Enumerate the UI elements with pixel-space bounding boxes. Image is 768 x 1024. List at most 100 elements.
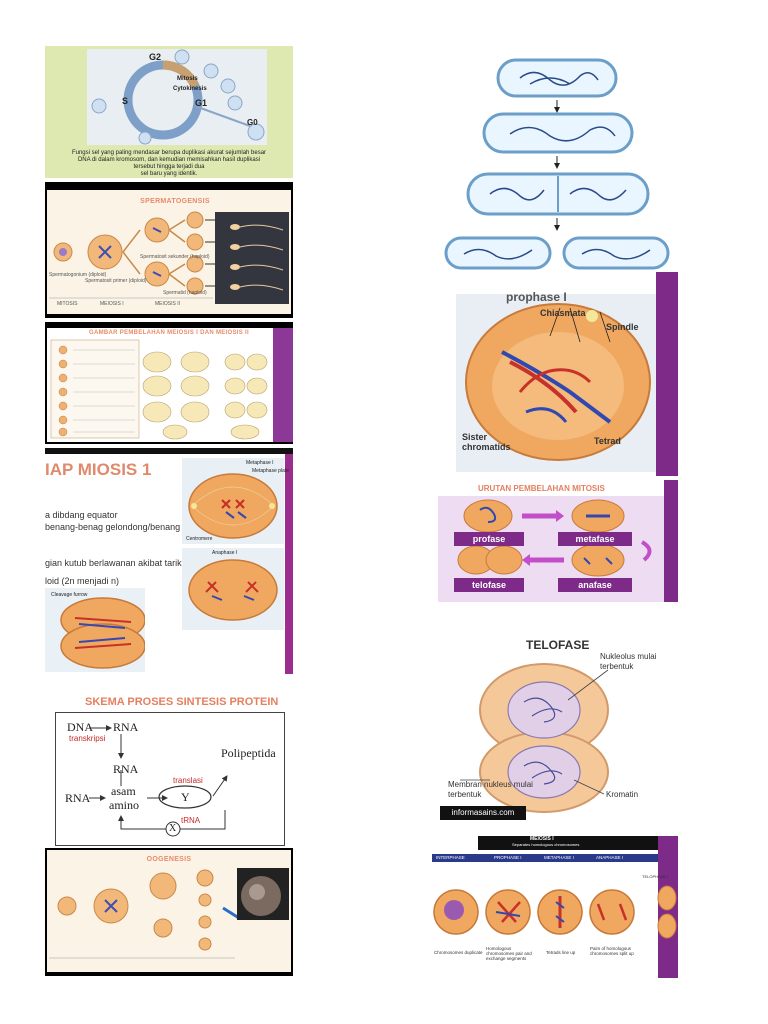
purple-side-bar: [664, 480, 678, 602]
top-border: [45, 448, 293, 454]
phase-prophase-1: PROPHASE I: [494, 855, 522, 860]
sperm-photo: [215, 212, 289, 304]
g1-label: G1: [195, 98, 208, 108]
cleavage-cell: [60, 597, 145, 669]
rna-left-label: RNA: [65, 791, 91, 805]
s-label: S: [122, 96, 129, 106]
transkripsi-label: transkripsi: [69, 734, 106, 743]
oogenesis-title: OOGENESIS: [146, 856, 192, 863]
egg-photo-art: [241, 876, 281, 916]
stage-mitosis: MITOSIS: [57, 301, 78, 307]
meiosis-strip-panel: MEIOSIS I Separates homologous chromosom…: [430, 832, 678, 978]
spermatid-label: Spermatid (haploid): [163, 290, 207, 296]
meiosis1-line-1: a dibdang equator: [45, 510, 118, 520]
anaphase-label: Anaphase I: [212, 550, 238, 556]
asam-label: asam: [111, 784, 136, 798]
stage-meiosis-2: MEIOSIS II: [155, 301, 181, 307]
metaphase-label: Metaphase I: [246, 460, 274, 466]
caption-line: Fungsi sel yang paling mendasar berupa d…: [71, 150, 267, 156]
protein-box: [55, 712, 285, 846]
dna-label: DNA: [67, 720, 93, 734]
stage-telofase: telofase: [454, 578, 524, 592]
amino-label: amino: [109, 798, 139, 812]
cytokinesis-label: Cytokinesis: [173, 86, 207, 92]
protein-arrows: [89, 725, 228, 837]
telofase-cell: [460, 663, 609, 813]
membran-nukleus-label: Membran nukleus mulai terbentuk: [448, 780, 533, 799]
cell-cycle-diagram: [91, 49, 265, 145]
spermatogonium-label: Spermatogonium (diploid): [49, 272, 107, 278]
phase-interphase: INTERPHASE: [436, 855, 465, 860]
spermatogenesis-diagram: [49, 211, 284, 299]
stage-anafase: anafase: [558, 578, 632, 592]
trna-label: tRNA: [181, 816, 201, 825]
meiosis-chart-title: GAMBAR PEMBELAHAN MEIOSIS I DAN MEIOSIS …: [89, 330, 249, 336]
rna-top-label: RNA: [113, 720, 139, 734]
g0-label: G0: [247, 118, 258, 127]
stage-metafase: metafase: [558, 532, 632, 546]
meiosis1-line-4: loid (2n menjadi n): [45, 576, 120, 586]
magenta-side-bar: [285, 454, 293, 674]
mitosis-order-title: URUTAN PEMBELAHAN MITOSIS: [478, 484, 605, 493]
purple-side-bar: [273, 328, 293, 442]
mitosis-label: Mitosis: [177, 76, 198, 82]
anaphase-cell: [188, 559, 278, 621]
kromatin-label: Kromatin: [606, 790, 639, 799]
telofase-panel: TELOFASE Nukleolus mulai terbentuk Membr…: [440, 630, 676, 824]
purple-side-bar: [656, 272, 678, 476]
cell-cycle-caption: Fungsi sel yang paling mendasar berupa d…: [49, 150, 289, 178]
cleavage-label: Cleavage furrow: [51, 592, 88, 598]
anaphase-image: Anaphase I: [182, 548, 284, 630]
metaphase-cell: [188, 473, 278, 539]
mitosis-order-diagram: [457, 499, 652, 577]
spermatogenesis-title: SPERMATOGENSIS: [140, 198, 210, 205]
telofase-title: TELOFASE: [526, 638, 590, 652]
translasi-label: translasi: [173, 776, 203, 785]
x-label: X: [169, 823, 177, 834]
protein-synthesis-panel: SKEMA PROSES SINTESIS PROTEIN DNA RNA tr…: [45, 690, 293, 848]
tetrad-label: Tetrad: [594, 436, 621, 446]
meiosis-strip-cells: [433, 885, 677, 939]
secondary-spermatocyte-label: Spermatosit sekunder (haploid): [140, 254, 210, 260]
phase-bar: [432, 854, 658, 862]
y-label: Y: [181, 790, 190, 804]
meiosis-chart-panel: GAMBAR PEMBELAHAN MEIOSIS I DAN MEIOSIS …: [45, 322, 293, 444]
chiasmata-label: Chiasmata: [540, 308, 586, 318]
caption-line: DNA di dalam kromosom, dan kemudian memi…: [77, 157, 261, 163]
nukleolus-label: Nukleolus mulai terbentuk: [600, 652, 657, 671]
protein-title: SKEMA PROSES SINTESIS PROTEIN: [85, 696, 279, 708]
primary-spermatocyte-label: Spermatosit primer (diploid): [85, 278, 147, 284]
cell-cycle-panel: G2 Mitosis Cytokinesis G1 S G0 Fungsi se…: [45, 46, 293, 178]
cell-icon: [174, 49, 190, 65]
caption-split: Pairs of homologous chromosomes split up: [590, 946, 634, 956]
meiosis-stage-grid: [50, 339, 268, 440]
binary-fission-panel: [440, 50, 676, 272]
spindle-label: Spindle: [606, 322, 639, 332]
caption-pair-exchange: Homologous chromosomes pair and exchange…: [486, 946, 532, 961]
caption-line: tersebut hingga terjadi dua: [133, 164, 205, 170]
sister-chromatids-label: Sister chromatids: [462, 432, 511, 452]
meiosis1-line-2: benang-benag gelondong/benang spid: [45, 522, 200, 532]
phase-metaphase-1: METAPHASE I: [544, 855, 574, 860]
caption-chromosomes-duplicate: Chromosomes duplicate: [434, 950, 483, 955]
source-badge: informasains.com: [440, 806, 526, 820]
binary-fission-diagram: [444, 58, 670, 270]
strip-header-bar: [478, 836, 658, 850]
caption-line: sel baru yang identik.: [140, 171, 198, 177]
stage-meiosis-1: MEIOSIS I: [100, 301, 124, 307]
spermatogenesis-panel: SPERMATOGENSIS Spermatogonium (diploid) …: [45, 182, 293, 318]
g2-label: G2: [149, 52, 162, 62]
polipeptida-label: Polipeptida: [221, 746, 276, 760]
caption-tetrads: Tetrads line up: [546, 950, 576, 955]
oogenesis-panel: OOGENESIS: [45, 848, 293, 976]
metaphase-plate-label: Metaphase plate: [252, 468, 289, 474]
stage-profase: profase: [454, 532, 524, 546]
phase-telophase-1: TELOPHASE I: [642, 874, 669, 879]
mitosis-order-panel: URUTAN PEMBELAHAN MITOSIS profase metafa…: [438, 480, 678, 602]
phase-anaphase-1: ANAPHASE I: [596, 855, 624, 860]
meiosis1-line-3: gian kutub berlawanan akibat tarikan: [45, 558, 192, 568]
prophase-cell: [465, 303, 651, 461]
oogenesis-diagram: [49, 869, 240, 959]
egg-photo: [237, 868, 289, 920]
centromere-label: Centromere: [186, 536, 213, 542]
